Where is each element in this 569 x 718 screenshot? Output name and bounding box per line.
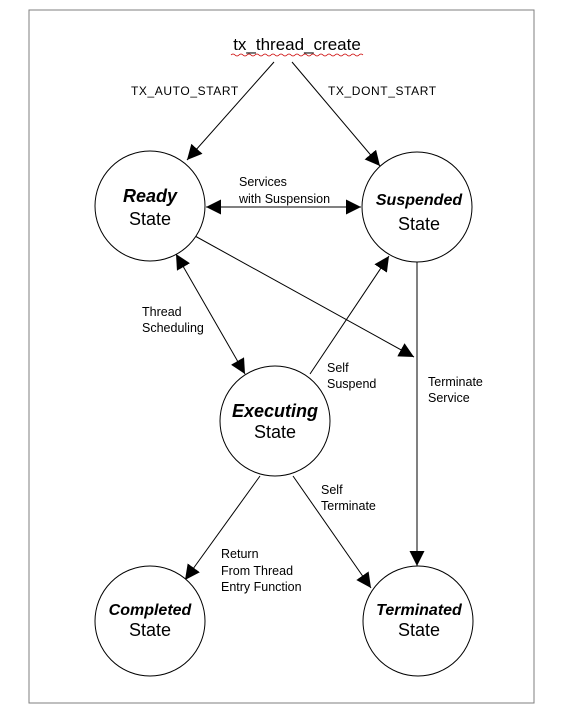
state-ready-word: State — [129, 209, 171, 229]
label-auto-start: TX_AUTO_START — [131, 84, 239, 98]
label-dont-start: TX_DONT_START — [328, 84, 437, 98]
state-ready-circle — [94, 150, 206, 262]
edge-create-to-suspended — [291, 61, 381, 167]
state-ready-name: Ready — [123, 186, 178, 206]
state-suspended-word: State — [398, 214, 440, 234]
state-completed-circle — [94, 565, 206, 677]
edge-create-to-ready — [186, 61, 275, 161]
label-terminate-service-line1: Terminate — [428, 375, 483, 389]
state-suspended: Suspended State — [361, 151, 473, 263]
state-suspended-name: Suspended — [376, 192, 463, 209]
label-return-line2: From Thread — [221, 564, 293, 578]
label-services-line2: with Suspension — [238, 192, 330, 206]
state-completed: Completed State — [94, 565, 206, 677]
edge-executing-to-completed — [184, 475, 261, 581]
edge-executing-to-suspended — [309, 255, 390, 375]
label-return-line1: Return — [221, 547, 259, 561]
spellcheck-underline — [230, 53, 364, 57]
label-self-suspend-line2: Suspend — [327, 377, 376, 391]
state-executing: Executing State — [219, 365, 331, 477]
start-label: tx_thread_create — [233, 35, 361, 54]
state-executing-circle — [219, 365, 331, 477]
state-suspended-circle — [361, 151, 473, 263]
edge-ready-to-terminate-service — [194, 235, 415, 358]
label-thread-line1: Thread — [142, 305, 182, 319]
label-services-line1: Services — [239, 175, 287, 189]
label-self-terminate-line1: Self — [321, 483, 343, 497]
state-completed-name: Completed — [109, 602, 193, 619]
diagram-frame — [28, 9, 535, 704]
state-executing-word: State — [254, 422, 296, 442]
edge-ready-executing — [175, 253, 246, 375]
state-completed-word: State — [129, 620, 171, 640]
label-self-suspend-line1: Self — [327, 361, 349, 375]
state-terminated-word: State — [398, 620, 440, 640]
label-self-terminate-line2: Terminate — [321, 499, 376, 513]
label-return-line3: Entry Function — [221, 580, 302, 594]
label-terminate-service-line2: Service — [428, 391, 470, 405]
state-terminated-circle — [362, 565, 474, 677]
state-ready: Ready State — [94, 150, 206, 262]
edge-executing-to-terminated — [292, 475, 372, 589]
label-thread-line2: Scheduling — [142, 321, 204, 335]
state-terminated-name: Terminated — [376, 602, 463, 619]
state-terminated: Terminated State — [362, 565, 474, 677]
state-executing-name: Executing — [232, 401, 318, 421]
